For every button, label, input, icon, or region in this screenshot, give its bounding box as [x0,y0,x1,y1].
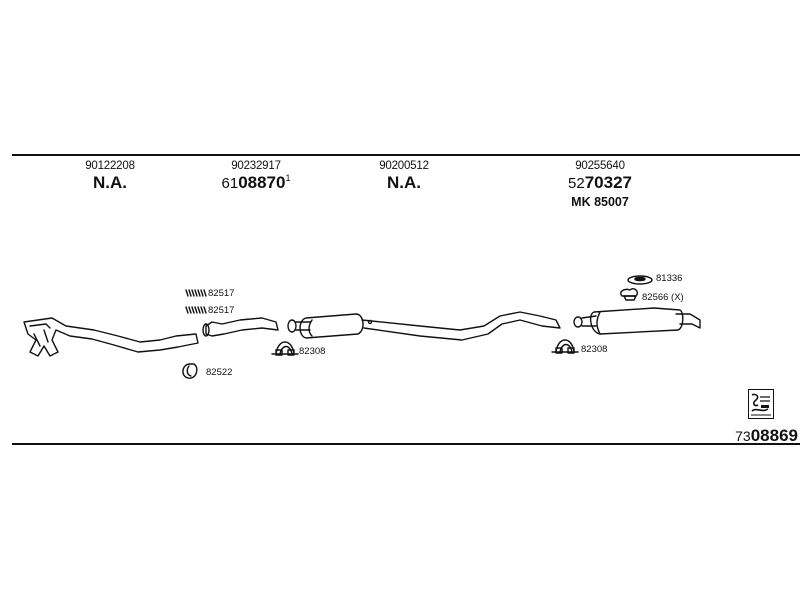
mounting-kit-number: MK 85007 [571,195,629,209]
top-rule [12,154,800,156]
label-clamp-middle: 82308 [299,346,326,357]
label-rubber-mount: 81336 [656,273,683,284]
oe-number: 90232917 [231,160,281,172]
rear-silencer [573,307,701,335]
front-pipe [23,317,199,357]
bottom-rule [12,443,800,445]
part-column-1: 90122208 N.A. [50,160,170,193]
ring-seal [182,363,198,379]
label-hanger: 82566 (X) [642,292,684,303]
oe-number: 90255640 [575,160,625,172]
gasket-b [185,306,207,314]
part-number: 5270327 [568,173,632,192]
part-column-3: 90200512 N.A. [344,160,464,193]
hanger [620,287,639,301]
label-clamp-rear: 82308 [581,344,608,355]
part-number: N.A. [387,173,421,192]
rubber-mount [627,275,653,285]
clamp-middle [271,341,299,356]
oe-number: 90122208 [85,160,135,172]
part-column-2: 90232917 61088701 [196,160,316,193]
oe-number: 90200512 [379,160,429,172]
part-column-4: 90255640 5270327 MK 85007 [540,160,660,209]
exhaust-kit-icon [748,389,774,419]
clamp-rear [551,339,579,354]
label-ring: 82522 [206,367,233,378]
gasket-a [185,289,207,297]
part-number: N.A. [93,173,127,192]
middle-silencer [287,311,561,341]
label-gasket-b: 82517 [208,305,235,316]
label-gasket-a: 82517 [208,288,235,299]
kit-number: 7308869 [735,426,798,445]
part-number: 61088701 [221,173,291,192]
intermediate-pipe [202,317,279,337]
